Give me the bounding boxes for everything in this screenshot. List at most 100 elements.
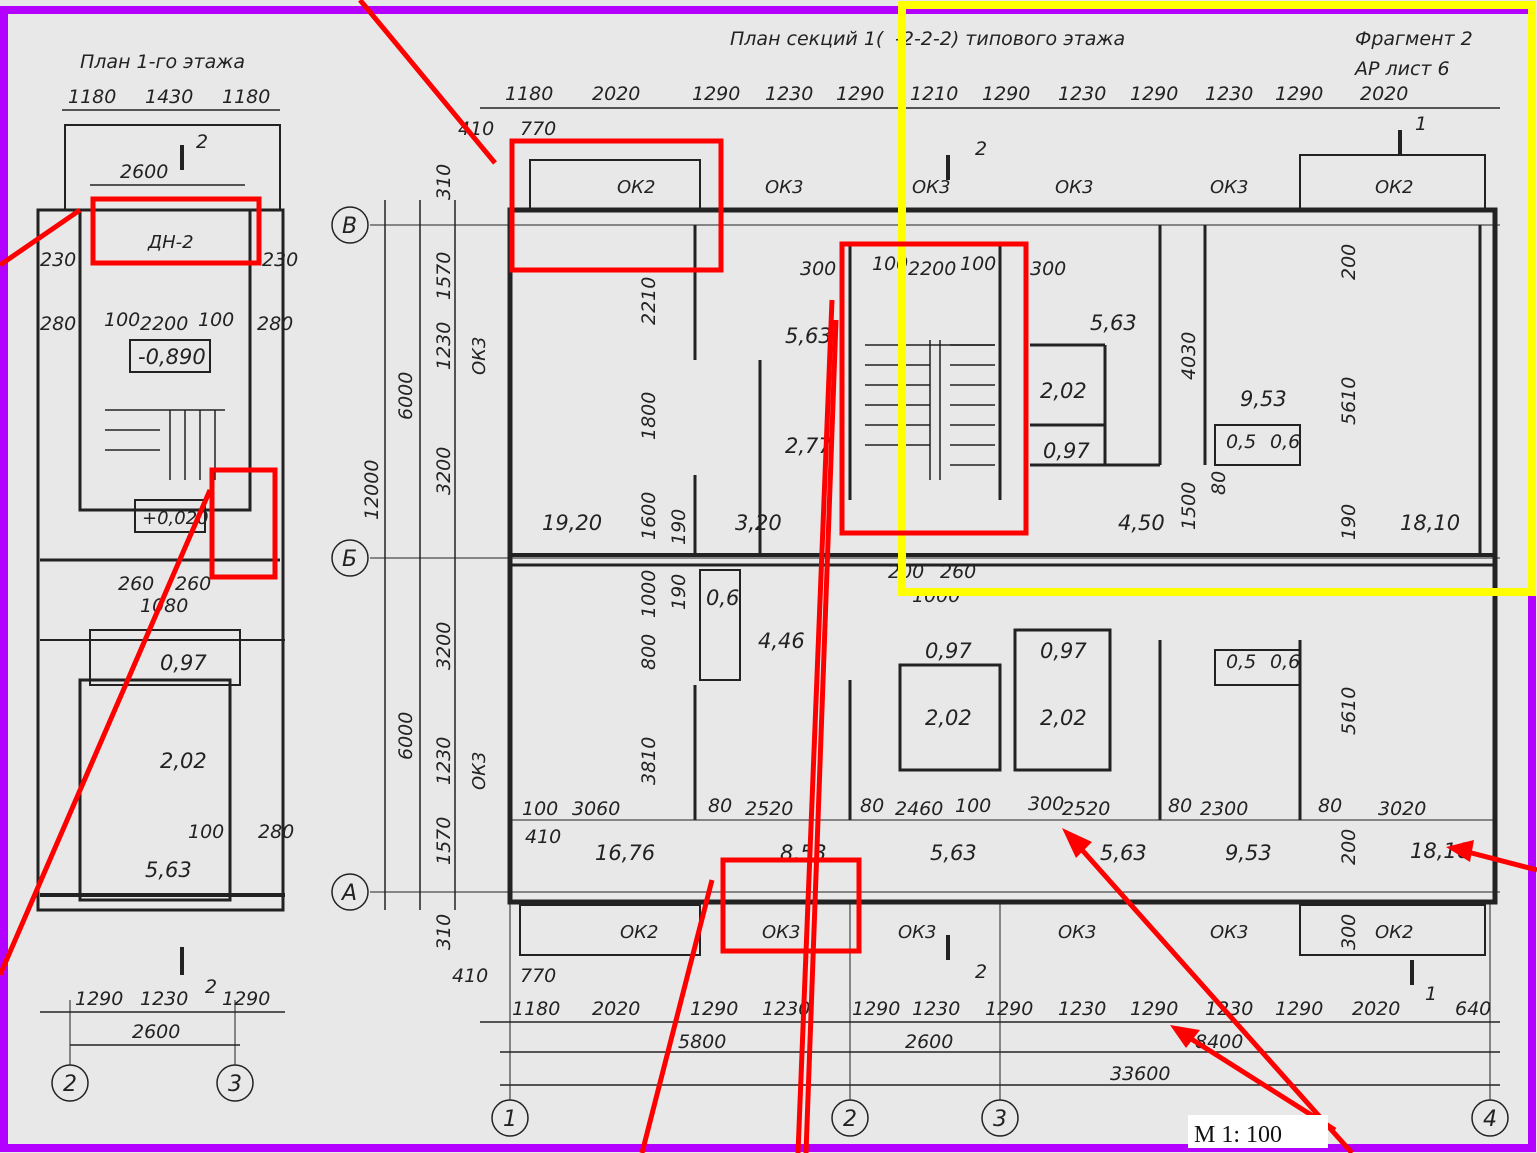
ff-dim-100-a: 100 bbox=[104, 309, 140, 331]
yellow-fragment-frame bbox=[898, 1, 1536, 596]
tf-bottom-dim-12: 2020 bbox=[1352, 998, 1400, 1020]
ff-dim-280-left: 280 bbox=[40, 313, 76, 335]
window-mark-left-bottom: ОК3 bbox=[469, 752, 490, 790]
ff-dim-260-a: 260 bbox=[118, 573, 154, 595]
tf-bottom-dim-410: 410 bbox=[452, 965, 488, 987]
grid-col-2: 2 bbox=[843, 1107, 857, 1132]
tf-top-dim-3: 1290 bbox=[692, 83, 740, 105]
area-lower-12: 5,63 bbox=[1100, 841, 1147, 865]
tf-bottom-dim-2: 2020 bbox=[592, 998, 640, 1020]
tf-left-dim-1570-bottom: 1570 bbox=[433, 817, 455, 865]
tf-top-dim-6: 1210 bbox=[910, 83, 958, 105]
tf-inner-1500: 1500 bbox=[1178, 482, 1200, 530]
typical-floor-labels: План секций 1( -2-2-2) типового этажа Фр… bbox=[340, 28, 1497, 1132]
window-mark-bottom-1: ОК2 bbox=[620, 922, 658, 943]
tf-inner-80-b: 80 bbox=[860, 795, 884, 817]
tf-left-dim-800: 800 bbox=[638, 634, 660, 670]
tf-bottom-dim-2600: 2600 bbox=[905, 1031, 953, 1053]
area-upper-5: 5,63 bbox=[1090, 311, 1137, 335]
leader-line-bottom-2 bbox=[795, 299, 835, 1153]
arrowhead-1 bbox=[1062, 828, 1092, 858]
area-upper-12: 18,10 bbox=[1400, 511, 1460, 535]
tf-inner-2520-a: 2520 bbox=[745, 798, 793, 820]
tf-inner-100-c: 100 bbox=[522, 798, 558, 820]
window-mark-bottom-5: ОК3 bbox=[1210, 922, 1248, 943]
tf-inner-2210: 2210 bbox=[638, 277, 660, 325]
tf-inner-3060: 3060 bbox=[572, 798, 620, 820]
leader-line-right bbox=[1459, 847, 1537, 873]
window-mark-top-5: ОК3 bbox=[1210, 177, 1248, 198]
area-upper-4: 3,20 bbox=[735, 511, 782, 535]
area-lower-9: 16,76 bbox=[595, 841, 655, 865]
tf-bottom-dim-13: 640 bbox=[1455, 998, 1491, 1020]
leader-line-bottom-4 bbox=[1073, 840, 1354, 1153]
leader-line-left-bottom bbox=[0, 489, 213, 976]
tf-inner-200-top: 200 bbox=[1338, 244, 1360, 280]
area-upper-1: 5,63 bbox=[785, 324, 832, 348]
window-mark-top-4: ОК3 bbox=[1055, 177, 1093, 198]
ff-dim-280-c: 280 bbox=[258, 821, 294, 843]
ff-dim-2200: 2200 bbox=[140, 313, 188, 335]
tf-top-dim-770: 770 bbox=[520, 118, 556, 140]
typical-floor-title-end: -2-2-2) типового этажа bbox=[895, 28, 1125, 50]
ff-dim-bottom-1: 1290 bbox=[75, 988, 123, 1010]
tf-left-dim-190-b: 190 bbox=[668, 574, 690, 610]
grid-row-v: В bbox=[342, 214, 357, 239]
window-mark-bottom-4: ОК3 bbox=[1058, 922, 1096, 943]
area-lower-11: 5,63 bbox=[930, 841, 977, 865]
tf-inner-100-d: 100 bbox=[955, 795, 991, 817]
tf-section-top-left: 2 bbox=[975, 138, 987, 160]
tf-section-bottom-left: 2 bbox=[975, 961, 987, 983]
sheet-reference: АР лист 6 bbox=[1353, 58, 1450, 80]
ff-section-top: 2 bbox=[196, 131, 208, 153]
tf-left-dim-3200-top: 3200 bbox=[433, 447, 455, 495]
tf-left-dim-190-a: 190 bbox=[668, 509, 690, 545]
tf-section-bottom-right: 1 bbox=[1425, 983, 1437, 1005]
red-box-window-ok2 bbox=[509, 138, 724, 273]
red-box-stairwell bbox=[839, 241, 1029, 536]
tf-bottom-dim-5800: 5800 bbox=[678, 1031, 726, 1053]
ff-dim-230-left: 230 bbox=[40, 249, 76, 271]
grid-row-a: А bbox=[340, 881, 357, 906]
tf-left-dim-1000: 1000 bbox=[638, 570, 660, 618]
tf-bottom-dim-8400: 8400 bbox=[1195, 1031, 1243, 1053]
ff-axis-2: 2 bbox=[63, 1072, 77, 1097]
ff-dim-bottom-3: 1290 bbox=[222, 988, 270, 1010]
scale-label-box bbox=[1188, 1115, 1328, 1148]
ff-area-563: 5,63 bbox=[145, 858, 192, 882]
grid-col-1: 1 bbox=[503, 1107, 517, 1132]
ff-axis-3: 3 bbox=[228, 1072, 242, 1097]
window-mark-top-3: ОК3 bbox=[912, 177, 950, 198]
tf-left-dim-310-bottom: 310 bbox=[433, 914, 455, 950]
ff-dim-230-right: 230 bbox=[262, 249, 298, 271]
tf-inner-190: 190 bbox=[1338, 504, 1360, 540]
window-mark-bottom-2: ОК3 bbox=[762, 922, 800, 943]
tf-left-dim-12000: 12000 bbox=[361, 460, 383, 520]
tf-bottom-dim-7: 1290 bbox=[985, 998, 1033, 1020]
tf-left-dim-1230-top: 1230 bbox=[433, 322, 455, 370]
tf-top-dim-8: 1230 bbox=[1058, 83, 1106, 105]
ff-dim-100-b: 100 bbox=[198, 309, 234, 331]
tf-inner-80: 80 bbox=[1208, 471, 1230, 495]
tf-top-dim-7: 1290 bbox=[982, 83, 1030, 105]
tf-left-dim-1230-bottom: 1230 bbox=[433, 737, 455, 785]
scale-label: М 1: 100 bbox=[1194, 1122, 1282, 1148]
leader-line-left-top bbox=[0, 207, 82, 268]
tf-bottom-dim-3: 1290 bbox=[690, 998, 738, 1020]
tf-left-dim-310-top: 310 bbox=[433, 164, 455, 200]
area-lower-6: 2,02 bbox=[1040, 706, 1087, 730]
tf-inner-200-mid: 200 bbox=[888, 561, 924, 583]
typical-floor-title: План секций 1( bbox=[730, 28, 885, 50]
tf-bottom-dim-770: 770 bbox=[520, 965, 556, 987]
tf-inner-2520-b: 2520 bbox=[1062, 798, 1110, 820]
grid-col-4: 4 bbox=[1483, 1107, 1497, 1132]
tf-top-dim-4: 1230 bbox=[765, 83, 813, 105]
ff-dim-bottom-2: 1230 bbox=[140, 988, 188, 1010]
tf-inner-1800: 1800 bbox=[638, 392, 660, 440]
arrowhead-2 bbox=[1170, 1025, 1200, 1048]
area-lower-4: 2,02 bbox=[925, 706, 972, 730]
typical-floor-plan bbox=[331, 107, 1509, 1137]
